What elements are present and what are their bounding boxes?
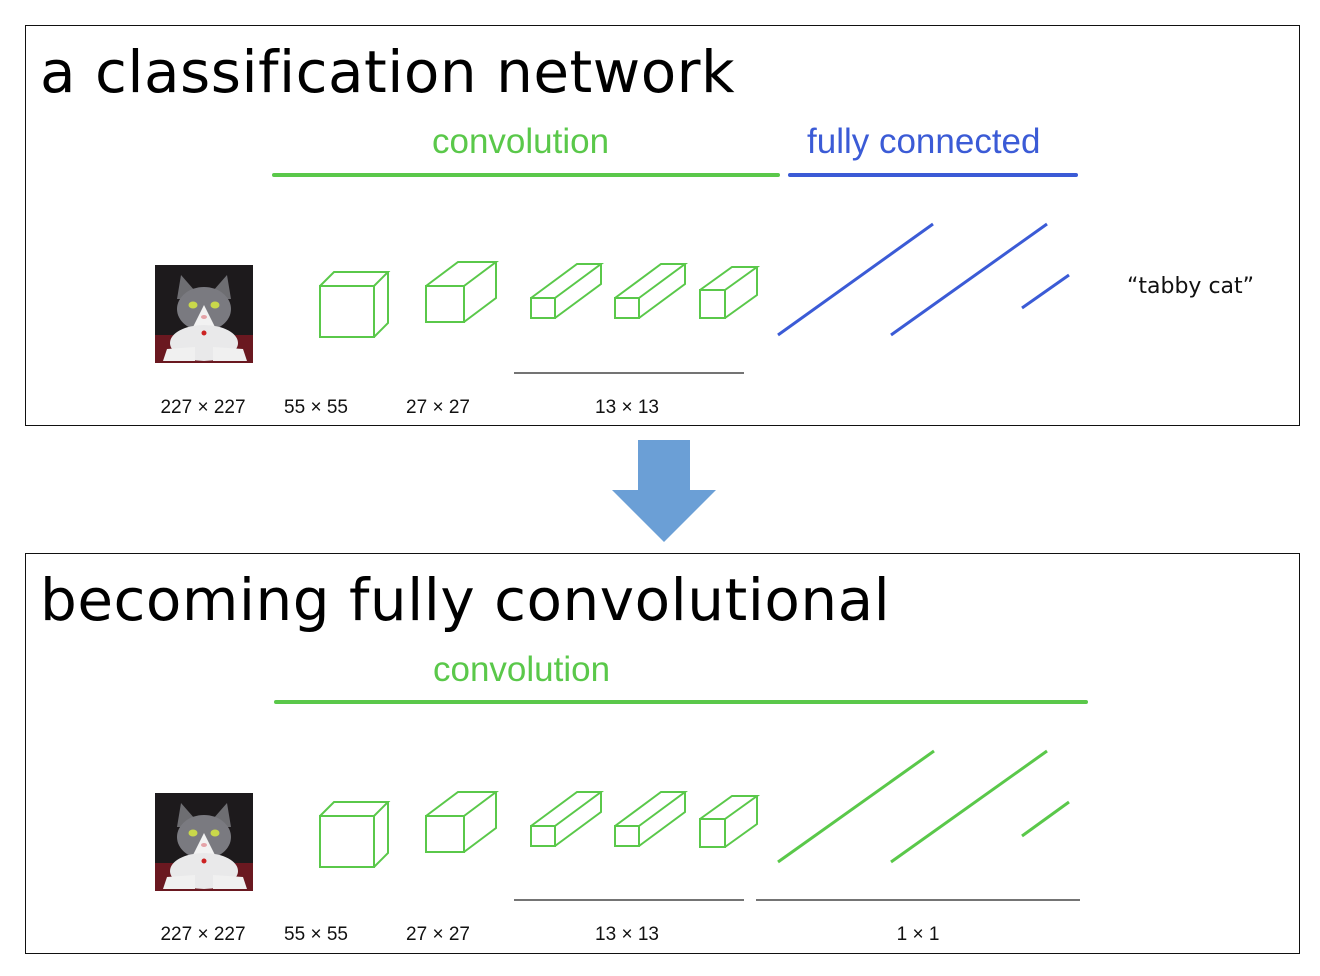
panel-title-classification: a classification network xyxy=(40,38,736,106)
size-label-input: 227 × 227 xyxy=(160,924,246,945)
feature-map-13b-icon xyxy=(614,791,689,847)
fully-connected-label: fully connected xyxy=(807,122,1041,161)
feature-map-13a-icon xyxy=(530,263,605,319)
output-label-tabby-cat: “tabby cat” xyxy=(1127,274,1255,299)
conv1x1-layer-3 xyxy=(1021,800,1070,838)
conv1x1-layer-2 xyxy=(890,749,1048,864)
size-label-55: 55 × 55 xyxy=(284,924,348,945)
fc-layer-2 xyxy=(890,222,1048,337)
conv1x1-layer-1 xyxy=(777,749,935,864)
feature-map-27-icon xyxy=(425,261,499,323)
fc-layer-3 xyxy=(1021,273,1070,310)
size-label-55: 55 × 55 xyxy=(284,397,348,418)
size-label-13: 13 × 13 xyxy=(595,397,659,418)
size-label-13: 13 × 13 xyxy=(595,924,659,945)
cat-photo xyxy=(155,265,253,363)
convolution-label: convolution xyxy=(432,122,610,161)
size-label-27: 27 × 27 xyxy=(406,924,470,945)
feature-map-27-icon xyxy=(425,791,499,853)
feature-map-13c-icon xyxy=(699,266,761,319)
down-arrow-icon xyxy=(612,440,716,542)
feature-map-55-icon xyxy=(319,801,391,868)
feature-map-13a-icon xyxy=(530,791,605,847)
fc-layer-1 xyxy=(777,222,934,337)
feature-map-13c-icon xyxy=(699,795,761,848)
fully-convolutional-panel: becoming fully convolutional convolution xyxy=(25,553,1300,954)
network-diagram xyxy=(274,700,1088,901)
size-label-1x1: 1 × 1 xyxy=(896,924,940,945)
size-label-input: 227 × 227 xyxy=(160,397,246,418)
size-label-27: 27 × 27 xyxy=(406,397,470,418)
feature-map-13b-icon xyxy=(614,263,689,319)
network-diagram xyxy=(272,173,1078,374)
cat-photo xyxy=(155,793,253,891)
panel-title-fully-convolutional: becoming fully convolutional xyxy=(40,566,891,634)
feature-map-55-icon xyxy=(319,271,391,338)
classification-network-panel: a classification network convolution ful… xyxy=(25,25,1300,426)
convolution-label: convolution xyxy=(433,650,611,689)
